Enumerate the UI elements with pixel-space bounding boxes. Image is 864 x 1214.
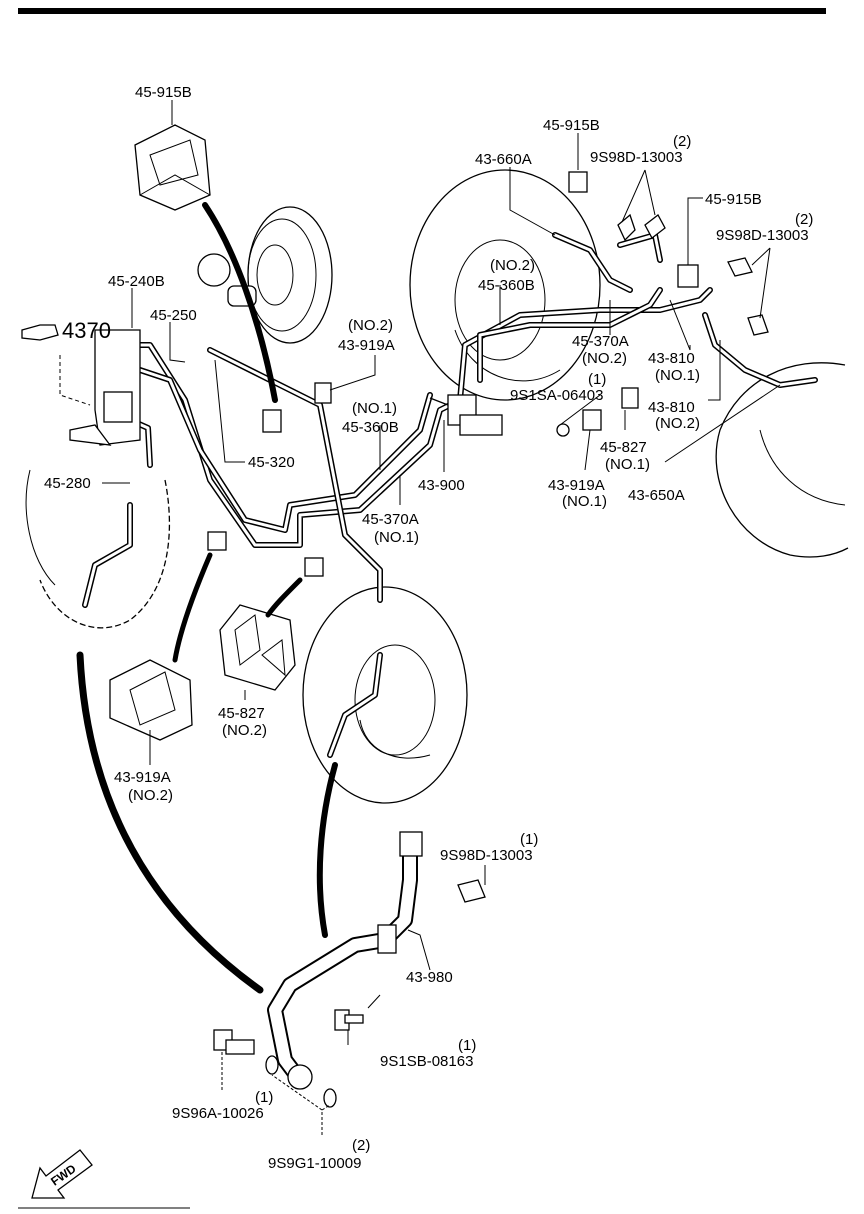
proportioning-valve — [429, 394, 503, 436]
washer-9s9g1-10009-a — [265, 1055, 279, 1075]
callout: 45-360B — [478, 277, 535, 294]
callout: (NO.1) — [655, 367, 700, 384]
clip-45-827-small — [207, 531, 227, 551]
callout: (NO.2) — [222, 722, 267, 739]
callout-main: 4370 — [62, 318, 111, 343]
callout: (1) — [520, 831, 538, 848]
callout: 43-810 — [648, 399, 695, 416]
top-border — [18, 8, 826, 14]
clamp-43-919a-no1 — [582, 409, 602, 431]
callout: 43-900 — [418, 477, 465, 494]
callout: (1) — [588, 371, 606, 388]
callout: 9S9G1-10009 — [268, 1155, 361, 1172]
clip-45-827-no1 — [621, 387, 639, 409]
pointer-hand-icon — [21, 324, 59, 341]
clip-9s98d-13003-lower — [457, 879, 486, 903]
callout: 43-980 — [406, 969, 453, 986]
callout: 45-360B — [342, 419, 399, 436]
front-left-wheel — [25, 469, 171, 629]
detail-arrows — [76, 202, 338, 994]
fwd-arrow-icon: FWD — [31, 1149, 93, 1199]
callout: 45-370A — [362, 511, 419, 528]
callout: (NO.2) — [128, 787, 173, 804]
callout: 45-240B — [108, 273, 165, 290]
clip-45-827-no2-detail — [219, 604, 296, 691]
bolt-9s1sb-08163 — [334, 1009, 364, 1031]
callout: (NO.1) — [352, 400, 397, 417]
leader-lines — [59, 100, 781, 1135]
clamp-43-919a-no2-top — [314, 382, 332, 404]
callout: 45-320 — [248, 454, 295, 471]
callout: (2) — [673, 133, 691, 150]
clip-9s98d-13003-right-b — [747, 314, 769, 336]
clip-45-827-small-b — [304, 557, 324, 577]
callout: 45-280 — [44, 475, 91, 492]
front-right-wheel — [302, 586, 468, 804]
callout: 43-919A — [114, 769, 171, 786]
callout: (NO.1) — [562, 493, 607, 510]
callout: 43-650A — [628, 487, 685, 504]
callout: (1) — [255, 1089, 273, 1106]
clips-9s98d-13003-top — [617, 213, 666, 242]
clip-45-915b-top — [568, 171, 588, 193]
callout: 45-250 — [150, 307, 197, 324]
callout: (NO.1) — [374, 529, 419, 546]
callout: (NO.2) — [655, 415, 700, 432]
callout: (NO.2) — [348, 317, 393, 334]
callout: 9S1SB-08163 — [380, 1053, 473, 1070]
callout: 9S98D-13003 — [716, 227, 809, 244]
clip-45-915b-right — [677, 264, 699, 288]
callout: 45-915B — [705, 191, 762, 208]
master-cylinder — [69, 329, 141, 446]
callout: (2) — [352, 1137, 370, 1154]
callout: 9S96A-10026 — [172, 1105, 264, 1122]
callout: (NO.2) — [582, 350, 627, 367]
callout: 45-915B — [135, 84, 192, 101]
callout: (NO.1) — [605, 456, 650, 473]
callout: 45-370A — [572, 333, 629, 350]
rear-right-wheel — [409, 169, 601, 401]
callout: 43-919A — [338, 337, 395, 354]
callout-labels: 45-915B 45-915B (2) 9S98D-13003 43-660A … — [44, 84, 813, 1172]
clip-9s98d-13003-right-a — [727, 257, 753, 277]
callout: 43-919A — [548, 477, 605, 494]
callout: 45-827 — [218, 705, 265, 722]
callout: 9S98D-13003 — [590, 149, 683, 166]
washer-9s9g1-10009-b — [323, 1088, 337, 1108]
clamp-45-320 — [262, 409, 282, 433]
rear-left-wheel — [715, 362, 849, 558]
bolt-9s1sa-06403 — [556, 423, 570, 437]
union-bolt-9s96a-10026 — [213, 1029, 255, 1055]
rear-brake-hose-43-980 — [267, 831, 423, 1090]
callout: 45-827 — [600, 439, 647, 456]
callout: (2) — [795, 211, 813, 228]
callout: 9S1SA-06403 — [510, 387, 603, 404]
clip-45-915b-top-left — [134, 124, 211, 211]
callout: (NO.2) — [490, 257, 535, 274]
callout: (1) — [458, 1037, 476, 1054]
callout: 9S98D-13003 — [440, 847, 533, 864]
callout: 43-810 — [648, 350, 695, 367]
callout: 43-660A — [475, 151, 532, 168]
clamp-43-919a-no2-detail — [109, 659, 193, 741]
callout: 45-915B — [543, 117, 600, 134]
